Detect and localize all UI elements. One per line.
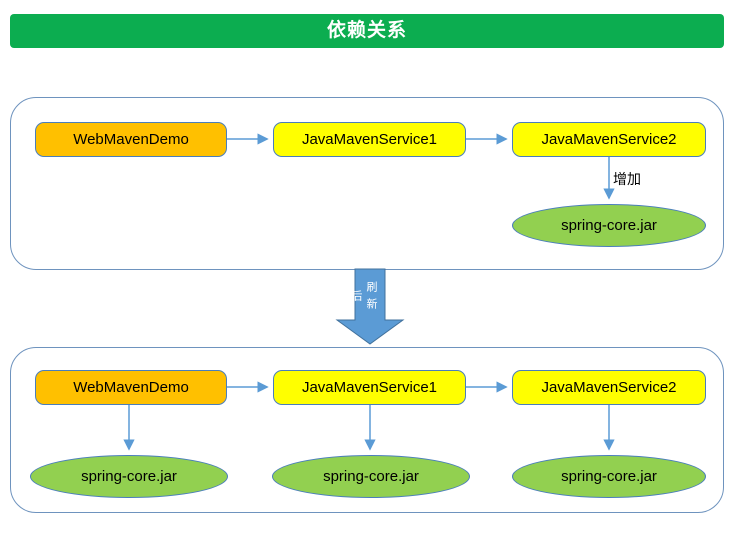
page-title: 依赖关系 (10, 14, 724, 48)
jar-spring-core-after-1: spring-core.jar (30, 455, 228, 498)
node-javamavenservice2-before: JavaMavenService2 (512, 122, 706, 157)
edge-label-add: 增加 (613, 171, 641, 187)
refresh-arrow-label: 刷新后 (350, 281, 377, 315)
node-webmavendemo-after: WebMavenDemo (35, 370, 227, 405)
node-webmavendemo-before: WebMavenDemo (35, 122, 227, 157)
node-javamavenservice2-after: JavaMavenService2 (512, 370, 706, 405)
node-javamavenservice1-before: JavaMavenService1 (273, 122, 466, 157)
jar-spring-core-after-3: spring-core.jar (512, 455, 706, 498)
jar-spring-core-after-2: spring-core.jar (272, 455, 470, 498)
node-javamavenservice1-after: JavaMavenService1 (273, 370, 466, 405)
jar-spring-core-before: spring-core.jar (512, 204, 706, 247)
